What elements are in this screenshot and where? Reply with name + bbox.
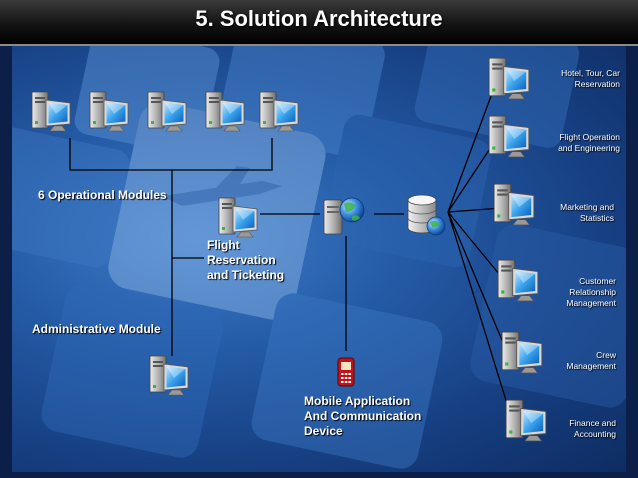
slide-title: 5. Solution Architecture — [195, 6, 443, 31]
operational-computer-icon — [31, 91, 71, 132]
flight-label-line: Reservation — [207, 253, 276, 267]
module-label-line: and Engineering — [558, 143, 620, 153]
marketing-module-label: Marketing and Statistics — [534, 202, 614, 224]
globe-server-icon — [323, 197, 365, 235]
connector-lines — [69, 79, 513, 421]
mobile-phone-icon — [337, 357, 355, 387]
airplane-watermark — [162, 166, 282, 206]
mobile-label-line: Mobile Application — [304, 394, 411, 408]
crew-module-label: Crew Management — [536, 350, 616, 372]
module-label-line: Customer — [579, 276, 616, 286]
module-label-line: Management — [566, 361, 616, 371]
module-label-line: Statistics — [579, 213, 614, 223]
link-db-marketing — [447, 207, 503, 213]
module-label-line: Crew — [596, 350, 616, 360]
title-bar: 5. Solution Architecture — [0, 0, 638, 46]
module-label-line: Management — [566, 298, 616, 308]
administrative-module-label: Administrative Module — [32, 322, 161, 336]
database-globe-icon — [407, 194, 446, 236]
link-db-hotel — [447, 79, 498, 213]
flight-label-line: and Ticketing — [207, 268, 285, 282]
diagram-canvas: 6 Operational Modules Flight Reservation… — [12, 46, 626, 472]
module-label-line: Accounting — [573, 429, 616, 439]
module-label-line: Marketing and — [560, 202, 614, 212]
flight-reservation-label: Flight Reservation and Ticketing — [207, 238, 284, 283]
operational-modules-bracket — [69, 138, 273, 171]
mobile-label-line: Device — [304, 424, 343, 438]
flight-label-line: Flight — [207, 238, 240, 252]
marketing-module-computer-icon — [493, 183, 535, 226]
flight-ops-module-label: Flight Operation and Engineering — [530, 132, 620, 154]
module-label-line: Hotel, Tour, Car — [561, 68, 620, 78]
module-label-line: Relationship — [569, 287, 616, 297]
finance-module-label: Finance and Accounting — [536, 418, 616, 440]
module-label-line: Reservation — [574, 79, 620, 89]
link-db-crew — [447, 211, 508, 353]
mobile-application-label: Mobile Application And Communication Dev… — [304, 394, 421, 439]
operational-modules-label: 6 Operational Modules — [38, 188, 167, 202]
crm-module-label: Customer Relationship Management — [536, 276, 616, 309]
architecture-diagram — [12, 46, 626, 469]
hotel-module-label: Hotel, Tour, Car Reservation — [530, 68, 620, 90]
module-label-line: Flight Operation — [559, 132, 620, 142]
module-label-line: Finance and — [569, 418, 616, 428]
link-db-finance — [447, 211, 513, 421]
mobile-label-line: And Communication — [304, 409, 422, 423]
link-db-crm — [447, 211, 505, 281]
